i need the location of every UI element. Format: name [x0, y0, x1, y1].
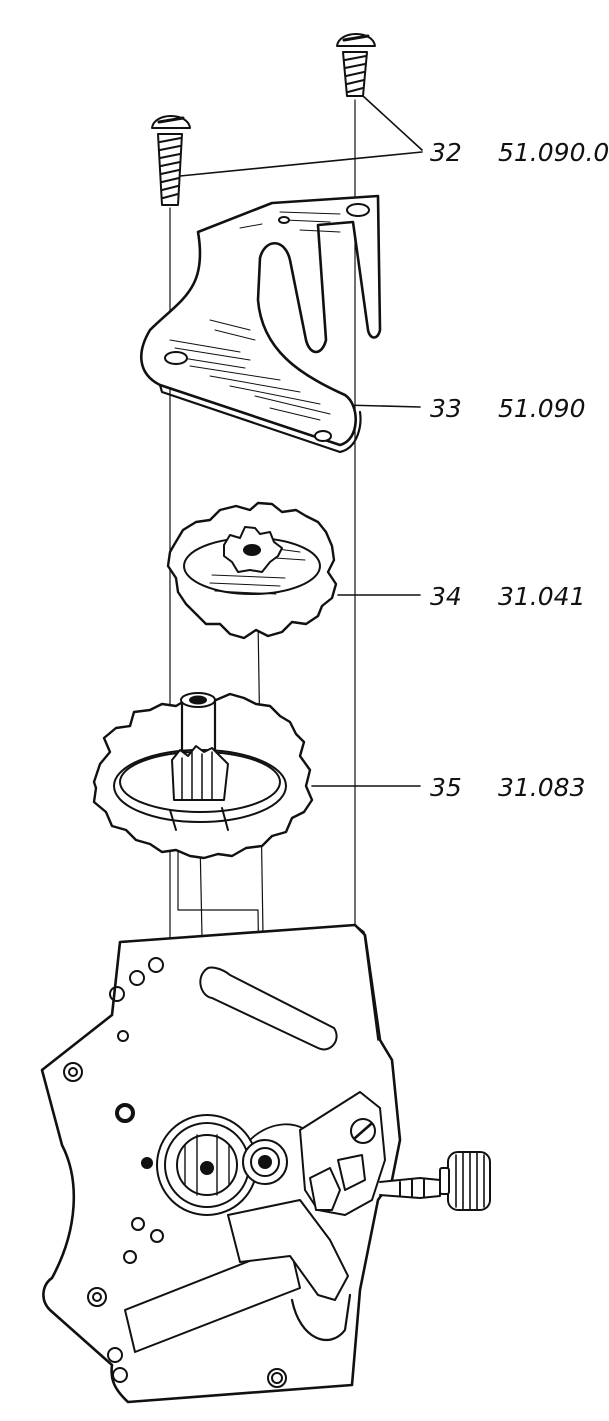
- movement-train-wheels: [156, 1114, 311, 1216]
- bridge-plate-33: [140, 194, 382, 454]
- screw-left: [151, 115, 191, 206]
- small-wheel-34: [166, 501, 338, 640]
- keyless-works: [227, 1091, 491, 1341]
- plate-hatching: [169, 211, 341, 421]
- large-wheel-35: [92, 692, 314, 860]
- part-ref-32: 32: [430, 138, 462, 167]
- part-code-34: 31.041: [498, 582, 586, 611]
- leader-lines: [179, 95, 423, 787]
- part-code-33: 51.090: [498, 394, 586, 423]
- screw-right: [336, 33, 376, 97]
- part-code-35: 31.083: [498, 773, 586, 802]
- part-ref-33: 33: [430, 394, 462, 423]
- part-code-32: 51.090.0: [498, 138, 609, 167]
- part-ref-35: 35: [430, 773, 462, 802]
- part-ref-34: 34: [430, 582, 462, 611]
